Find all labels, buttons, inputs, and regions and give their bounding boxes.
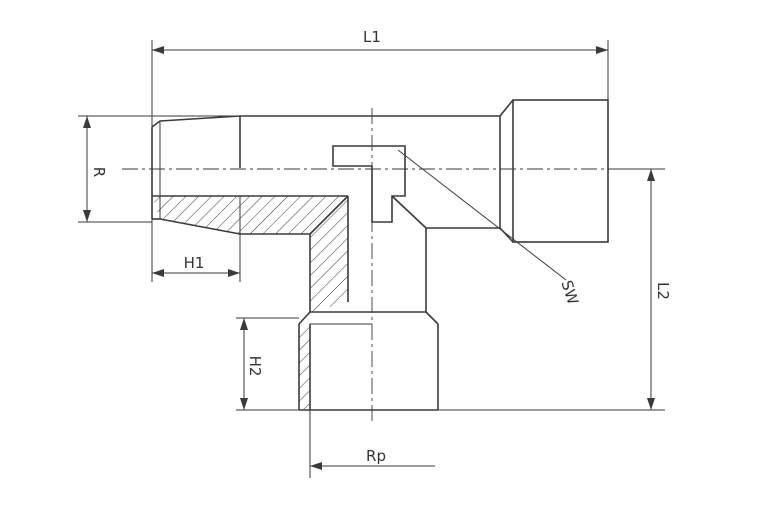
section-hatching [152,196,348,410]
sw-label: SW [557,278,582,307]
dimension-labels: L1 R H1 L2 H2 SW Rp [90,28,672,465]
nut-chamfer-top [499,99,514,117]
h2-label: H2 [246,356,264,377]
thread-taper-bottom [159,218,241,235]
body-chamfer-right [391,195,427,229]
dimension-lines [83,46,655,470]
extension-lines [78,40,665,478]
rp-label: Rp [366,447,386,465]
wrench-flat-outline [332,145,406,223]
nut-body [512,99,609,243]
h1-label: H1 [184,254,205,272]
center-lines [122,108,640,422]
thread-chamfer-top [151,120,161,128]
section-corner [309,195,349,235]
sw-leader [397,149,567,281]
socket-chamfer-left [298,311,311,325]
fitting-body [151,99,609,411]
l1-label: L1 [363,28,381,46]
r-label: R [90,167,108,177]
l2-label: L2 [654,282,672,300]
socket-chamfer-right [425,311,439,325]
body-top-edge [159,115,500,122]
